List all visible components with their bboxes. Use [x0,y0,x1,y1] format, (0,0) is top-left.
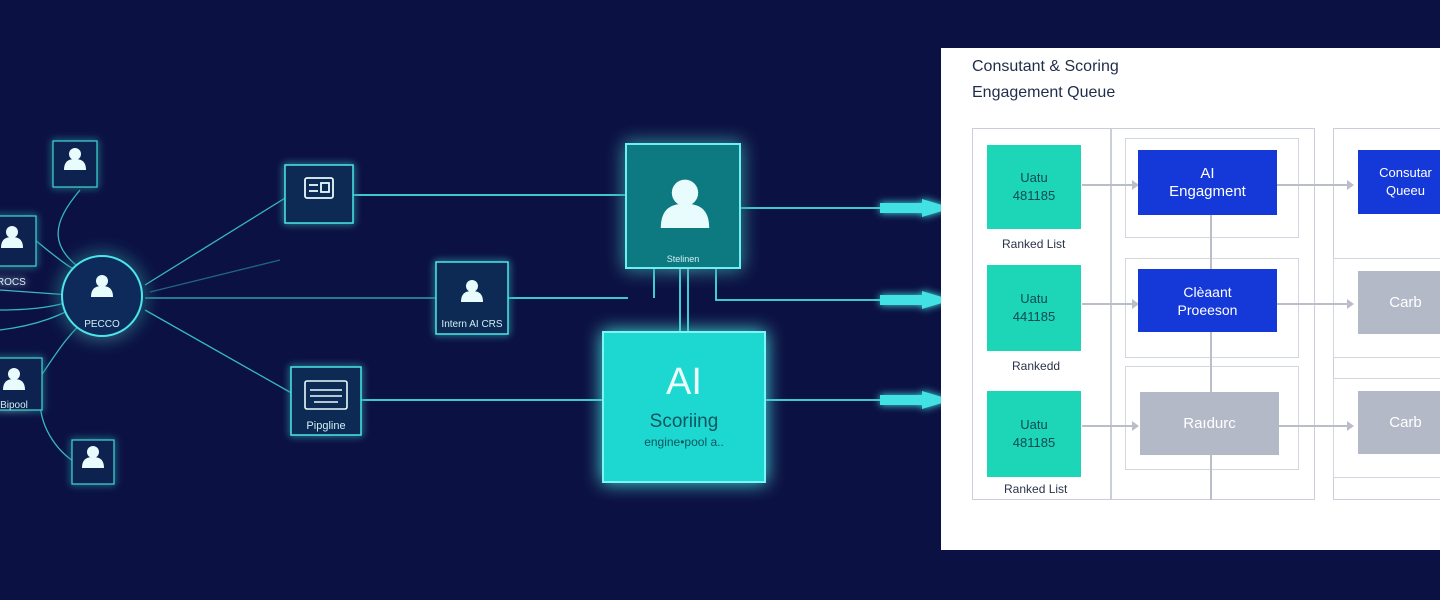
arrow-right-icon [1132,180,1139,190]
card-tile-1[interactable]: Carb [1358,271,1440,334]
consultant-queue-tile[interactable]: Consutar Queeu [1358,150,1440,214]
column-1-frame [972,128,1111,500]
ranked-tile-2[interactable]: Uatu 441185 [987,265,1081,351]
arrow-right-icon [1347,421,1354,431]
engine-user-box[interactable]: Stelinen [625,143,741,269]
ranked-tile-1[interactable]: Uatu 481185 [987,145,1081,229]
ranked-tile-2-label: Rankedd [1012,359,1061,373]
client-process-tile[interactable]: Clèaant Proeeson [1138,269,1277,332]
cell-frame [1333,378,1440,478]
column-2-frame [1111,128,1315,500]
engine-user-label: Stelinen [667,254,700,264]
keyboard-icon [304,380,348,410]
id-card-icon [304,177,334,199]
connector [1082,425,1132,427]
connector [1082,303,1132,305]
arrow-right-icon [1132,421,1139,431]
arrow-right-icon [1347,180,1354,190]
hub-label: PECCO [84,319,120,330]
ai-engagement-tile[interactable]: AI Engagment [1138,150,1277,215]
user-node-b-label: PROCS [0,277,26,288]
panel-title-line2: Engagement Queue [972,84,1116,101]
user-node-b[interactable]: PROCS [0,215,37,288]
arrow-right-icon [1132,299,1139,309]
connector [1082,184,1132,186]
pipeline-node[interactable]: Pipgline [290,366,362,436]
id-card-node[interactable] [284,164,354,224]
ai-scoring-box[interactable]: AI Scoriing engine•pool a.. [602,331,766,483]
ai-user-node[interactable]: Intern AI CRS [435,261,509,335]
connector [1277,184,1347,186]
ranked-tile-3-label: Ranked List [1004,482,1068,496]
connector [1277,303,1347,305]
cell-frame [1125,366,1299,470]
ai-scoring-caption: engine•pool a.. [644,435,724,449]
user-node-a[interactable] [52,140,98,188]
ai-scoring-subtitle: Scoriing [650,411,719,432]
ai-user-node-label: Intern AI CRS [441,319,502,330]
cell-frame [1125,138,1299,238]
column-2-connector [1210,214,1212,500]
user-node-c-label: Bipool [0,400,28,411]
cell-frame [1125,258,1299,358]
panel-title-line1: Consutant & Scoring [972,58,1119,75]
user-node-c[interactable]: Bipool [0,357,43,411]
hub-node[interactable]: PECCO [61,255,143,337]
ai-scoring-title: AI [666,361,702,403]
middle-connectors [352,194,950,401]
connector [1277,425,1347,427]
cell-frame [1333,258,1440,358]
ranked-tile-1-label: Ranked List [1002,237,1066,251]
card-tile-2[interactable]: Carb [1358,391,1440,454]
arrow-right-icon [1347,299,1354,309]
user-node-d[interactable] [71,439,115,485]
reduce-tile[interactable]: Raıdurc [1140,392,1279,455]
left-connectors [0,189,440,466]
pipeline-label: Pipgline [306,420,345,432]
arrow-right-icon [880,199,952,409]
queue-panel: Consutant & Scoring Engagement Queue Uat… [941,48,1440,550]
ranked-tile-3[interactable]: Uatu 481185 [987,391,1081,477]
